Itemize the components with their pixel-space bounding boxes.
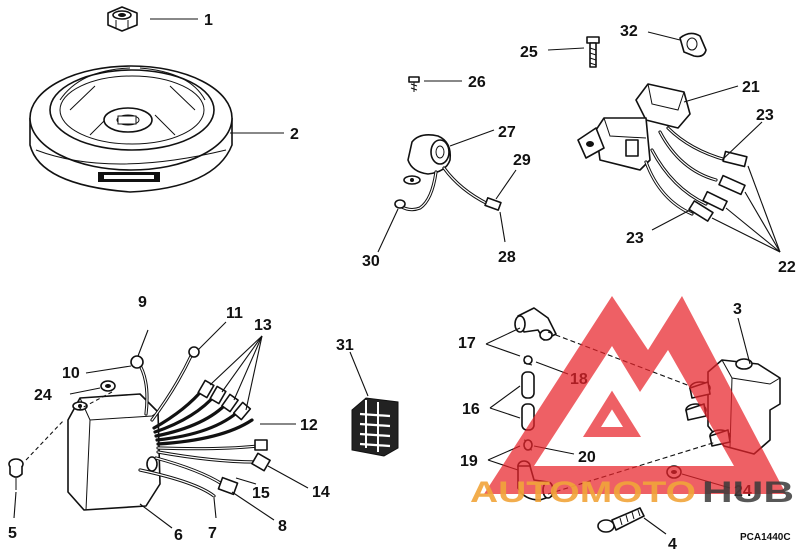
- callout-28: 28: [498, 249, 516, 266]
- rectifier-31: [351, 397, 399, 457]
- washer-24-left: [100, 380, 116, 392]
- screw-25: [586, 36, 600, 68]
- callout-20: 20: [578, 449, 596, 466]
- diagram-code: PCA1440C: [740, 532, 791, 543]
- callout-13: 13: [254, 317, 272, 334]
- callout-12: 12: [300, 417, 318, 434]
- callout-22: 22: [778, 259, 796, 276]
- callout-11: 11: [226, 305, 243, 322]
- callout-2: 2: [290, 126, 299, 143]
- callout-32: 32: [620, 23, 638, 40]
- callout-3: 3: [733, 301, 742, 318]
- callout-5: 5: [8, 525, 17, 542]
- ignition-module-21: [577, 83, 748, 222]
- bolt-5: [8, 458, 24, 490]
- callout-17: 17: [458, 335, 476, 352]
- callout-1: 1: [204, 12, 213, 29]
- callout-21: 21: [742, 79, 760, 96]
- callout-24-left: 24: [34, 387, 52, 404]
- callout-26: 26: [468, 74, 486, 91]
- flywheel: [29, 65, 233, 193]
- callout-23-bottom: 23: [626, 230, 644, 247]
- flywheel-nut: [107, 6, 138, 32]
- callout-23-top: 23: [756, 107, 774, 124]
- callout-30: 30: [362, 253, 380, 270]
- callout-9: 9: [138, 294, 147, 311]
- callout-15: 15: [252, 485, 270, 502]
- callout-25: 25: [520, 44, 538, 61]
- callout-8: 8: [278, 518, 287, 535]
- callout-7: 7: [208, 525, 217, 542]
- spring-18: [523, 355, 533, 366]
- power-pack-6: [67, 346, 271, 511]
- callout-6: 6: [174, 527, 183, 544]
- callout-14: 14: [312, 484, 330, 501]
- watermark-logo: [484, 296, 786, 494]
- callout-16: 16: [462, 401, 480, 418]
- sensor-27: [394, 134, 502, 212]
- bolt-4: [597, 507, 645, 533]
- callout-31: 31: [336, 337, 354, 354]
- callout-4: 4: [668, 536, 677, 551]
- screw-26: [408, 76, 420, 92]
- watermark-text-hub: HUB: [702, 476, 794, 509]
- callout-10: 10: [62, 365, 80, 382]
- clamp-32: [679, 32, 707, 58]
- callout-27: 27: [498, 124, 516, 141]
- callout-19: 19: [460, 453, 478, 470]
- callout-29: 29: [513, 152, 531, 169]
- watermark-text-automoto: AUTOMOTO: [470, 476, 696, 509]
- plug-boot-17: [514, 307, 557, 341]
